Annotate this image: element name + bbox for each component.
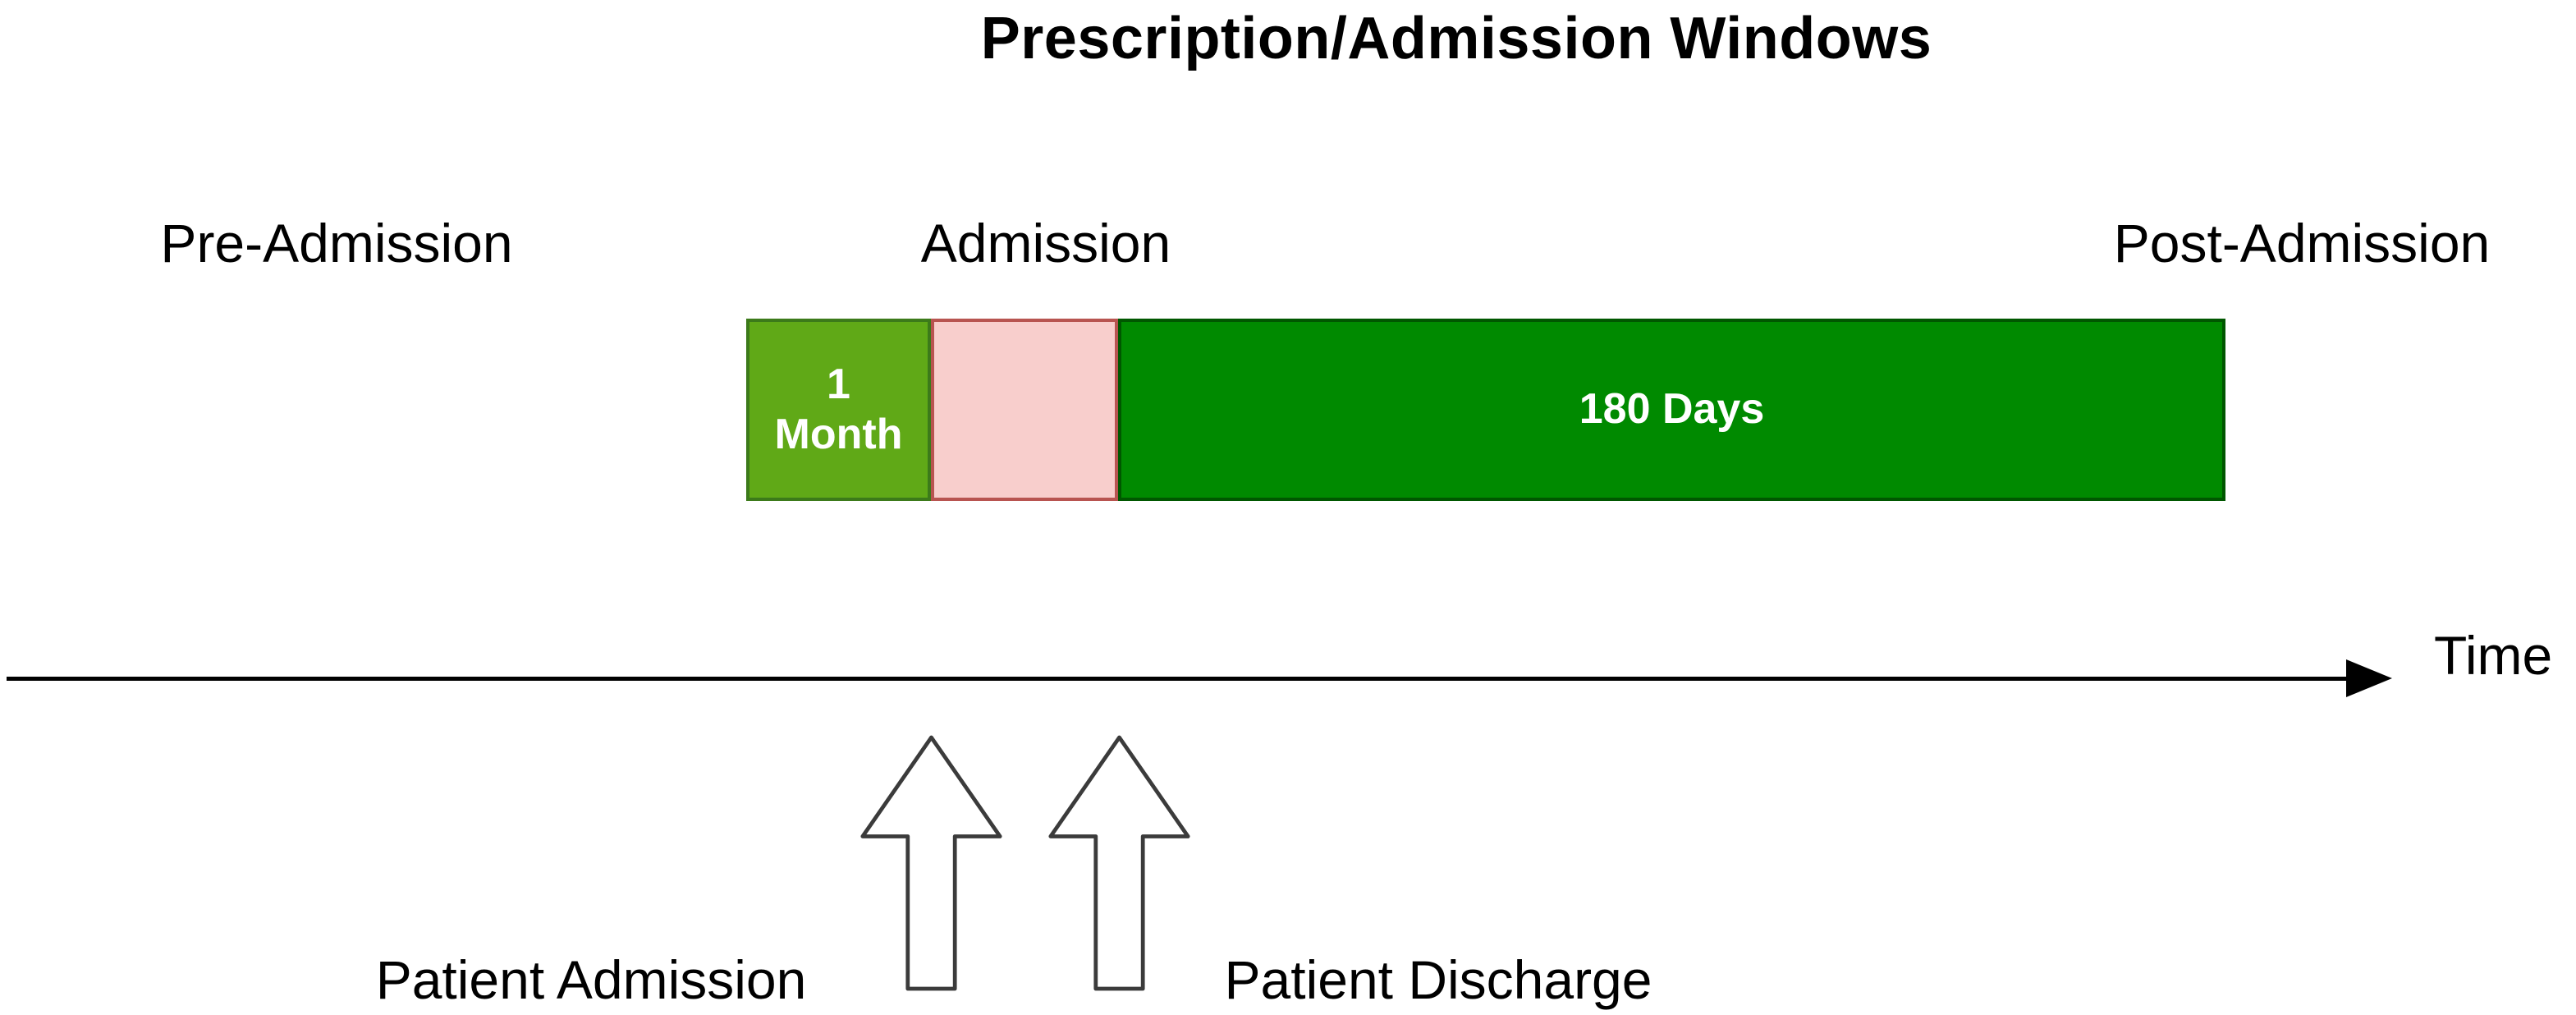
time-axis-label: Time	[2434, 625, 2553, 686]
patient-admission-label: Patient Admission	[375, 949, 807, 1010]
segment-pre-admission-1-month: 1 Month	[746, 319, 931, 501]
segment-label-180-days: 180 Days	[1579, 385, 1765, 434]
patient-admission-up-arrow-icon	[860, 735, 1002, 991]
phase-label-admission: Admission	[920, 213, 1171, 273]
time-axis-line	[7, 677, 2348, 681]
windows-bar: 1 Month 180 Days	[746, 319, 2225, 501]
page-title: Prescription/Admission Windows	[980, 6, 1932, 71]
phase-label-pre-admission: Pre-Admission	[160, 213, 513, 273]
patient-discharge-label: Patient Discharge	[1224, 949, 1652, 1010]
phase-label-post-admission: Post-Admission	[2113, 213, 2491, 273]
segment-label-1-month: 1 Month	[774, 360, 903, 458]
segment-post-admission-180-days: 180 Days	[1118, 319, 2225, 501]
segment-admission-stay	[931, 319, 1118, 501]
patient-discharge-up-arrow-icon	[1048, 735, 1190, 991]
time-axis-arrowhead-icon	[2346, 659, 2392, 697]
